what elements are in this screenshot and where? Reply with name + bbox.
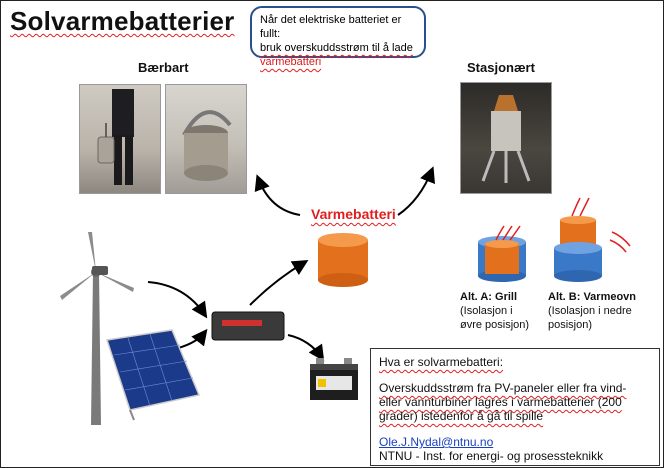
stationary-heading: Stasjonært: [467, 60, 535, 75]
arrow-controller-to-heat-battery: [249, 259, 309, 306]
charge-controller-icon: [211, 311, 285, 341]
alt-b-heater-icon: [554, 197, 631, 282]
alt-a-line-1: (Isolasjon i: [460, 305, 513, 317]
alt-a-title: Alt. A: Grill: [460, 291, 518, 303]
alt-b-description: Alt. B: Varmeovn (Isolasjon i nedre posi…: [548, 290, 636, 332]
alt-b-line-2: posisjon): [548, 319, 593, 331]
callout-line-2: bruk overskuddsstrøm til å lade: [260, 42, 413, 54]
alt-a-line-2: øvre posisjon): [460, 319, 530, 331]
alt-b-title: Alt. B: Varmeovn: [548, 291, 637, 303]
alt-b-line-1: (Isolasjon i nedre: [548, 305, 632, 317]
solar-panel-icon: [106, 329, 201, 421]
info-box: Hva er solvarmebatteri: Overskuddsstrøm …: [370, 348, 660, 466]
heat-battery-icon: [318, 233, 368, 287]
arrow-controller-to-battery: [287, 334, 325, 362]
info-heading: Hva er solvarmebatteri:: [379, 355, 504, 369]
info-body: Overskuddsstrøm fra PV-paneler eller fra…: [379, 381, 627, 423]
portable-photo-2: [165, 84, 247, 194]
callout-line-3: varmebatteri: [260, 56, 322, 68]
info-institution: NTNU - Inst. for energi- og prosesstekni…: [379, 449, 604, 463]
portable-photo-1: [79, 84, 161, 194]
portable-heading: Bærbart: [138, 60, 189, 75]
car-battery-icon: [310, 358, 358, 400]
stationary-photo: [460, 82, 552, 194]
page-title: Solvarmebatterier: [10, 6, 235, 36]
heat-battery-label: Varmebatteri: [311, 206, 396, 222]
arrow-to-stationary: [397, 166, 435, 216]
arrow-to-portable: [254, 174, 301, 216]
arrow-wind-to-controller: [147, 281, 208, 319]
wind-turbine-icon: [60, 232, 134, 425]
info-email-link[interactable]: Ole.J.Nydal@ntnu.no: [379, 435, 494, 449]
alt-a-grill-icon: [478, 225, 526, 282]
alt-a-description: Alt. A: Grill (Isolasjon i øvre posisjon…: [460, 290, 529, 332]
callout-box: Når det elektriske batteriet er fullt: b…: [250, 6, 426, 68]
callout-line-1: Når det elektriske batteriet er fullt:: [260, 14, 402, 40]
